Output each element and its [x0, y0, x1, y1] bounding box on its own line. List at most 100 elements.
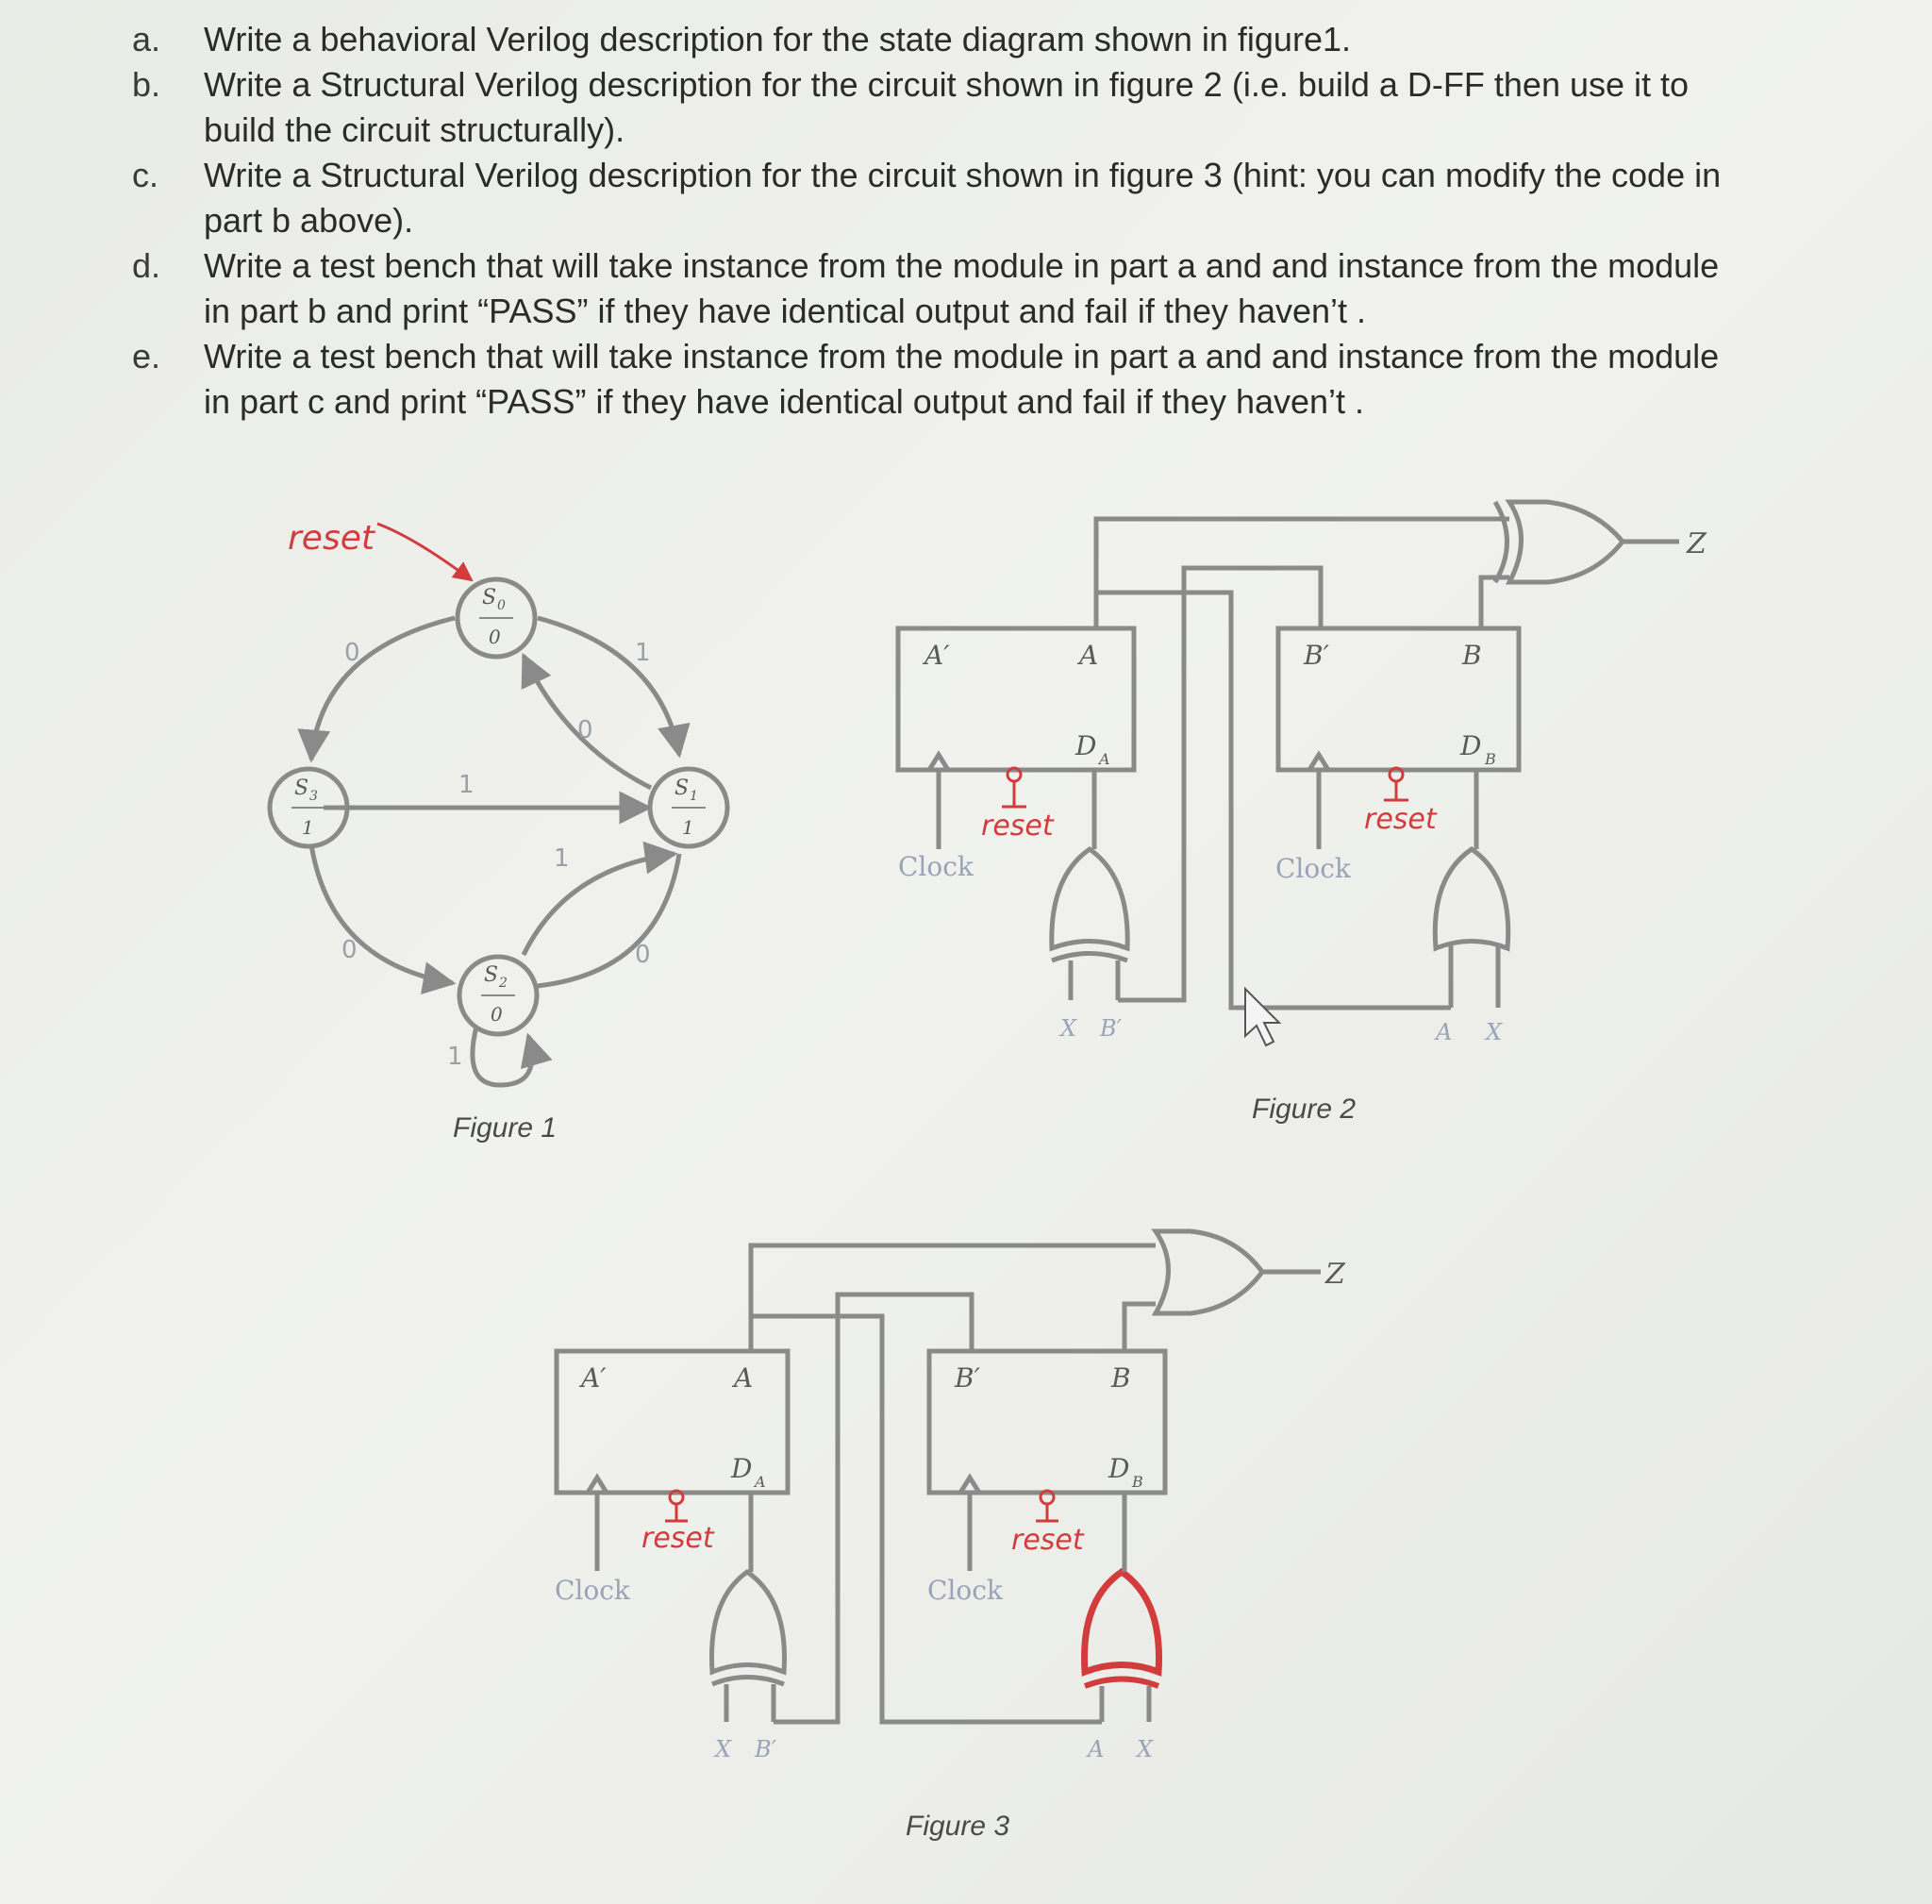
or-input-label: X [1484, 1019, 1503, 1045]
state-output: 1 [302, 816, 314, 839]
edge-s2-self [470, 1026, 553, 1088]
ffa-d-label: D [1074, 730, 1096, 761]
state-s1: S 1 1 [647, 766, 730, 849]
ffa-qbar-label: A′ [578, 1362, 607, 1394]
xor-input-label: X [1135, 1736, 1154, 1762]
xor-input-label: X [1058, 1015, 1077, 1042]
or-gate-b [1432, 845, 1511, 952]
ffa-d-sub: A [753, 1473, 766, 1491]
reset-label: reset [981, 810, 1055, 843]
state-s2: S 2 0 [457, 954, 540, 1037]
ffb-d-sub: B [1484, 750, 1496, 768]
edge-s0-s3 [297, 615, 456, 763]
state-output: 1 [682, 816, 694, 839]
edge-s0-s1 [537, 615, 691, 759]
question-letter: e. [132, 337, 161, 376]
clock-triangle [958, 1473, 982, 1495]
clock-label: Clock [927, 1575, 1004, 1606]
question-text: Write a test bench that will take instan… [204, 246, 1720, 330]
clock-triangle [585, 1473, 609, 1495]
xor-input-label: X [713, 1736, 732, 1762]
ffb-d-label: D [1108, 1453, 1129, 1484]
or-input-label: A [1434, 1019, 1452, 1045]
edge-s1-s0 [521, 652, 653, 791]
state-s3: S 3 1 [267, 766, 350, 849]
xor-input-label: B′ [1099, 1015, 1123, 1042]
ffb-d-label: D [1459, 730, 1481, 761]
state-output: 0 [489, 626, 501, 648]
ffb-d-sub: B [1131, 1473, 1143, 1491]
edge-label: 1 [635, 639, 651, 667]
output-label: Z [1686, 527, 1707, 560]
clock-triangle [926, 750, 951, 772]
question-text: Write a behavioral Verilog description f… [204, 20, 1351, 58]
state-sub: 2 [498, 976, 508, 991]
output-or-gate [1151, 1228, 1266, 1316]
state-sub: 0 [497, 598, 506, 613]
question-b: b. Write a Structural Verilog descriptio… [132, 62, 1736, 153]
state-output: 0 [491, 1003, 503, 1026]
question-d: d. Write a test bench that will take ins… [132, 243, 1736, 334]
ffa-d-sub: A [1097, 750, 1110, 768]
clock-label: Clock [1275, 853, 1352, 884]
state-name: S [294, 777, 308, 800]
clock-triangle [1307, 750, 1331, 772]
edge-label: 1 [554, 844, 570, 873]
reset-label: reset [288, 519, 376, 558]
flipflop-b [926, 1348, 1168, 1495]
xor-input-label: B′ [754, 1736, 777, 1762]
edge-s1-s2 [537, 853, 682, 989]
xor-gate-b [1081, 1567, 1162, 1677]
state-name: S [482, 586, 496, 610]
clock-label: Clock [555, 1575, 631, 1606]
ffa-q-label: A [731, 1362, 753, 1394]
figure3-circuit: A′ A D A Clock reset X B′ B′ B D B Clock… [554, 1228, 1346, 1842]
wire-a-to-xor-b [751, 1313, 1102, 1725]
reset-arrow [376, 522, 474, 582]
wire-bbar-to-xor [1118, 565, 1324, 1003]
wire-a-to-or [748, 1243, 1156, 1351]
edge-label: 0 [344, 639, 360, 667]
ffb-qbar-label: B′ [954, 1362, 981, 1394]
state-name: S [484, 963, 498, 987]
reset-label: reset [1011, 1524, 1085, 1557]
figure1-state-diagram: reset 0 1 0 1 1 0 0 1 S 0 0 S 1 [267, 519, 730, 1144]
state-name: S [675, 777, 689, 800]
edge-label: 0 [635, 941, 651, 969]
xor-input-label: A [1086, 1736, 1104, 1762]
question-text: Write a test bench that will take instan… [204, 337, 1720, 421]
clock-label: Clock [898, 851, 974, 882]
ffb-qbar-label: B′ [1303, 640, 1330, 671]
question-list: a. Write a behavioral Verilog descriptio… [132, 17, 1736, 425]
ffb-q-label: B [1110, 1362, 1131, 1394]
wire-a-to-xor [1093, 516, 1509, 628]
state-sub: 3 [309, 789, 318, 804]
question-a: a. Write a behavioral Verilog descriptio… [132, 17, 1736, 62]
xor-gate-a [708, 1568, 787, 1676]
state-s0: S 0 0 [455, 576, 538, 660]
question-letter: b. [132, 65, 161, 104]
flipflop-a [895, 626, 1137, 773]
wire-a-to-or [1096, 590, 1451, 1010]
question-letter: d. [132, 246, 161, 285]
output-label: Z [1324, 1258, 1346, 1291]
output-xor-gate [1505, 499, 1626, 585]
xor-gate-a [1049, 845, 1130, 952]
wire-bbar-to-xor-a [774, 1292, 974, 1725]
state-sub: 1 [690, 789, 698, 804]
figure3-caption: Figure 3 [906, 1811, 1009, 1842]
ffb-q-label: B [1461, 640, 1482, 671]
edge-label: 1 [447, 1043, 463, 1071]
edge-s2-s1 [521, 841, 678, 957]
edge-label: 0 [577, 716, 593, 744]
edge-label: 0 [341, 936, 358, 964]
question-text: Write a Structural Verilog description f… [204, 156, 1722, 240]
wire-b-to-or [1122, 1301, 1156, 1351]
figure1-caption: Figure 1 [453, 1112, 557, 1144]
question-text: Write a Structural Verilog description f… [204, 65, 1690, 149]
wire-b-to-xor [1478, 575, 1509, 628]
edge-s3-s2 [308, 843, 457, 994]
edge-label: 1 [458, 771, 475, 799]
mouse-cursor-icon [1244, 986, 1282, 1047]
